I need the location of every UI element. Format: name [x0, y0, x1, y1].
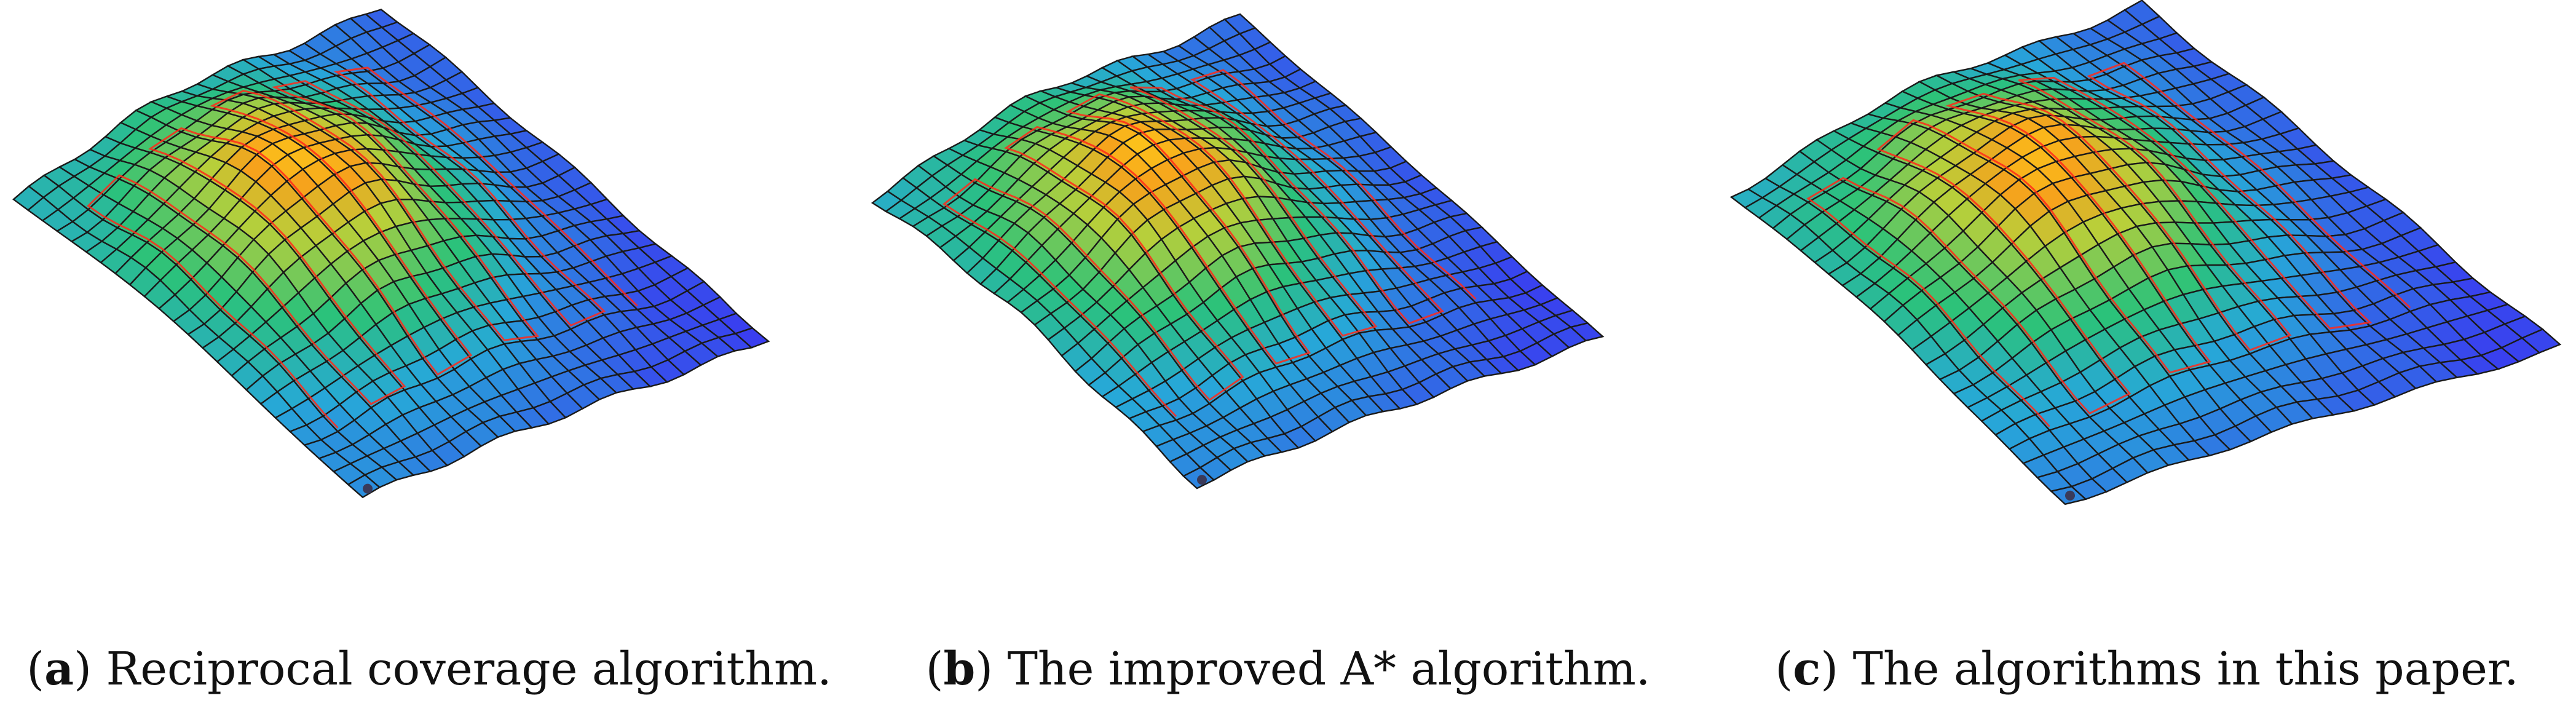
- coverage-path: [1806, 61, 2411, 427]
- panel-c: (c) The algorithms in this paper.: [1718, 0, 2576, 722]
- panel-b: (b) The improved A* algorithm.: [859, 0, 1717, 722]
- caption-a-open: (: [26, 643, 45, 696]
- start-point-marker: [1197, 475, 1207, 485]
- panel-a: (a) Reciprocal coverage algorithm.: [0, 0, 858, 722]
- terrain-surface-c: [1729, 0, 2562, 506]
- caption-b-text: ) The improved A* algorithm.: [975, 643, 1651, 696]
- terrain-surface-a: [12, 9, 770, 499]
- caption-a: (a) Reciprocal coverage algorithm.: [0, 643, 858, 696]
- surface-cell: [2521, 328, 2562, 354]
- caption-b-open: (: [925, 643, 944, 696]
- caption-b-letter: b: [943, 643, 976, 696]
- coverage-path: [87, 66, 638, 429]
- caption-a-letter: a: [44, 643, 74, 696]
- start-point-marker: [363, 483, 373, 494]
- surface-cell: [734, 327, 770, 349]
- start-point-marker: [2065, 490, 2075, 501]
- caption-b: (b) The improved A* algorithm.: [859, 643, 1717, 696]
- caption-c-open: (: [1775, 643, 1793, 696]
- caption-c: (c) The algorithms in this paper.: [1718, 643, 2576, 696]
- caption-c-text: ) The algorithms in this paper.: [1820, 643, 2519, 696]
- terrain-surface-b: [871, 13, 1605, 490]
- surface-cell: [1569, 322, 1605, 342]
- caption-c-letter: c: [1793, 643, 1821, 696]
- caption-a-text: ) Reciprocal coverage algorithm.: [74, 643, 832, 696]
- coverage-path: [942, 69, 1477, 418]
